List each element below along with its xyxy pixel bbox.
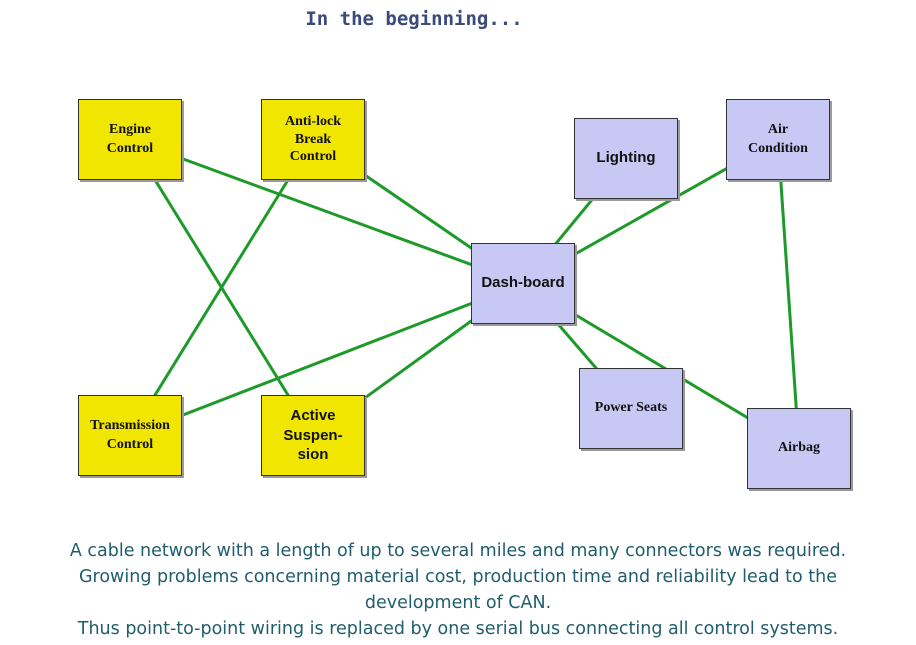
dashboard-label: Dash-board xyxy=(481,274,565,292)
wire-air_condition-to-airbag xyxy=(776,138,801,450)
engine-control-label: Engine Control xyxy=(106,121,154,156)
engine-control-node: Engine Control xyxy=(78,99,182,180)
airbag-label: Airbag xyxy=(778,440,820,456)
antilock-brake-control-label: Anti-lock Break Control xyxy=(285,114,341,165)
active-suspension-label: Active Suspen- sion xyxy=(283,407,343,464)
slide-title: In the beginning... xyxy=(305,8,523,30)
transmission-control-label: Transmission Control xyxy=(90,417,170,452)
lighting-node: Lighting xyxy=(574,118,678,199)
antilock-brake-control-node: Anti-lock Break Control xyxy=(261,99,365,180)
power-seats-label: Power Seats xyxy=(594,400,668,416)
wire-engine_control-to-dashboard xyxy=(128,138,525,285)
wire-transmission_control-to-dashboard xyxy=(128,282,525,437)
transmission-control-node: Transmission Control xyxy=(78,395,182,476)
lighting-label: Lighting xyxy=(596,149,656,167)
air-condition-node: Air Condition xyxy=(726,99,830,180)
wire-antilock_brake_control-to-transmission_control xyxy=(128,138,315,437)
air-condition-label: Air Condition xyxy=(748,121,808,156)
active-suspension-node: Active Suspen- sion xyxy=(261,395,365,476)
caption-line-4: Thus point-to-point wiring is replaced b… xyxy=(77,619,839,639)
dashboard-node: Dash-board xyxy=(471,243,575,324)
caption-line-2: Growing problems concerning material cos… xyxy=(78,567,838,587)
power-seats-node: Power Seats xyxy=(579,368,683,449)
caption: A cable network with a length of up to s… xyxy=(0,538,916,642)
caption-line-1: A cable network with a length of up to s… xyxy=(69,541,847,561)
caption-line-3: development of CAN. xyxy=(364,593,552,613)
airbag-node: Airbag xyxy=(747,408,851,489)
